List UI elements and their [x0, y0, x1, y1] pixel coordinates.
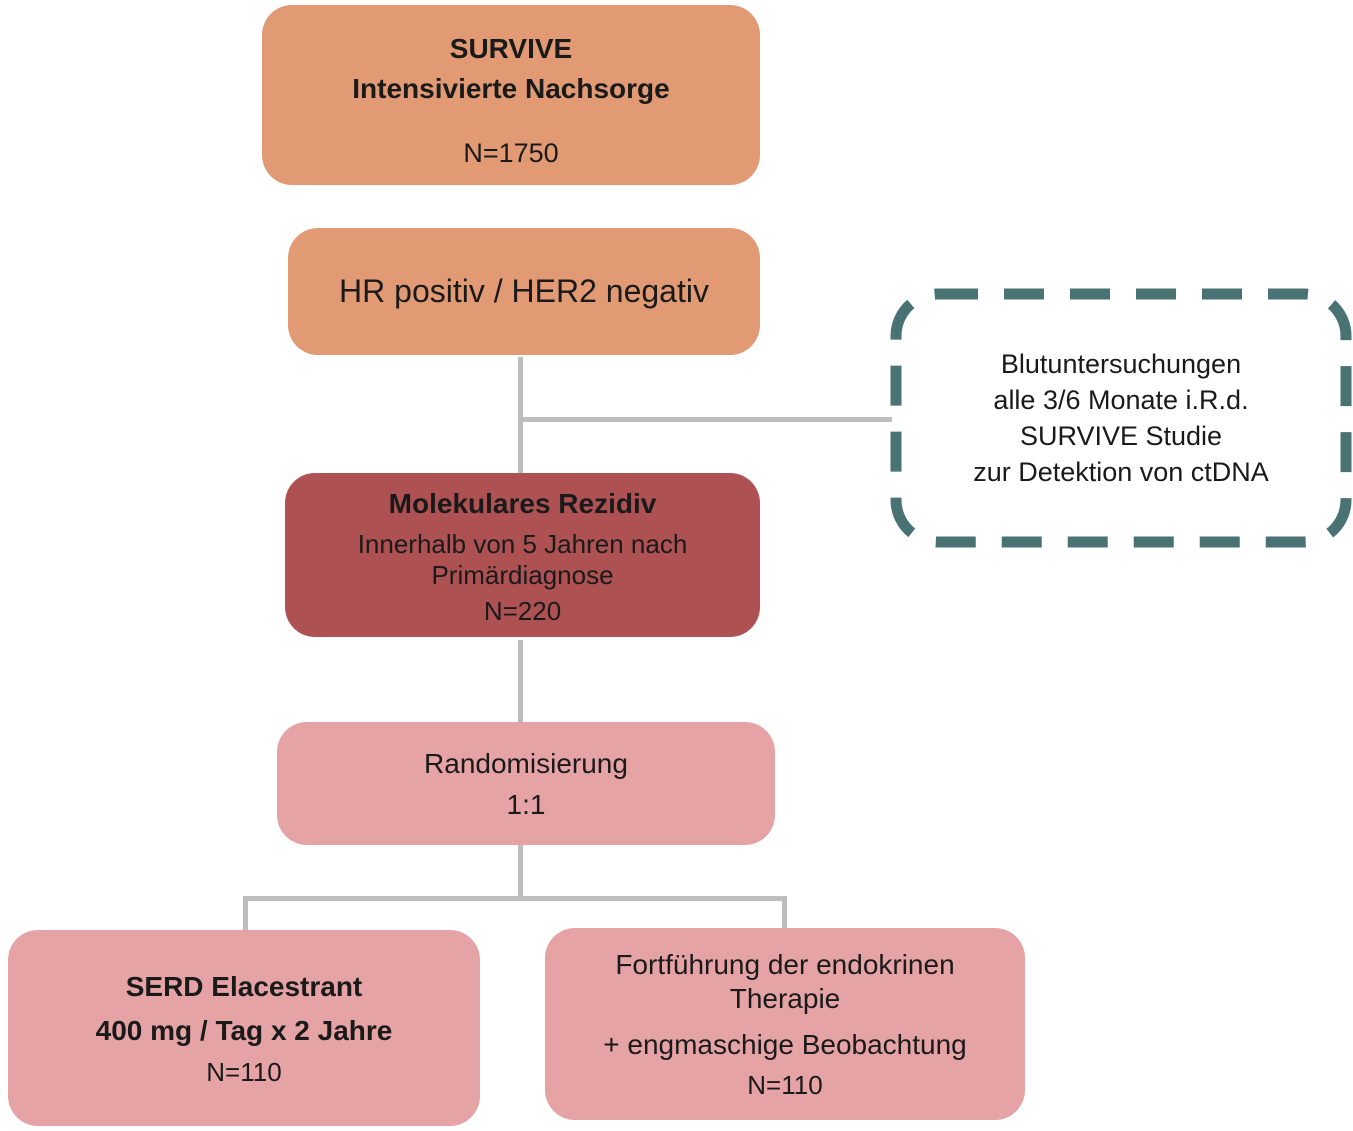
node-hr-her2-status: HR positiv / HER2 negativ — [288, 228, 760, 355]
control-n-count: N=110 — [747, 1069, 823, 1100]
hr-status-label: HR positiv / HER2 negativ — [339, 273, 709, 309]
connector-branch-horizontal — [243, 896, 787, 901]
node-molecular-relapse: Molekulares Rezidiv Innerhalb von 5 Jahr… — [285, 473, 760, 637]
blood-line3: SURVIVE Studie — [1019, 421, 1223, 451]
control-line1: Fortführung der endokrinen Therapie — [615, 948, 955, 1014]
blood-line2: alle 3/6 Monate i.R.d. — [993, 385, 1249, 415]
serd-n-count: N=110 — [206, 1057, 282, 1087]
control-line2: + engmaschige Beobachtung — [603, 1028, 967, 1060]
connector-branch-to-annotation — [521, 417, 892, 422]
blood-annotation-text: Blutuntersuchungen alle 3/6 Monate i.R.d… — [973, 346, 1269, 490]
node-blood-test-annotation: Blutuntersuchungen alle 3/6 Monate i.R.d… — [890, 288, 1352, 548]
connector-rezidiv-to-random — [518, 640, 523, 722]
connector-hr-to-rezidiv — [518, 357, 523, 475]
node-survive-study: SURVIVE Intensivierte Nachsorge N=1750 — [262, 5, 760, 185]
connector-drop-right — [782, 896, 787, 930]
survive-n-count: N=1750 — [463, 138, 559, 168]
rezidiv-subtitle: Innerhalb von 5 Jahren nach Primärdiagno… — [357, 529, 688, 590]
serd-title-line2: 400 mg / Tag x 2 Jahre — [95, 1015, 393, 1046]
blood-line1: Blutuntersuchungen — [1000, 349, 1242, 379]
connector-random-stem — [518, 845, 523, 900]
rezidiv-n-count: N=220 — [483, 596, 562, 626]
randomization-ratio: 1:1 — [506, 788, 546, 820]
node-randomization: Randomisierung 1:1 — [277, 722, 775, 845]
randomization-title: Randomisierung — [424, 747, 628, 779]
serd-title-line1: SERD Elacestrant — [125, 971, 363, 1002]
survive-title-line1: SURVIVE — [449, 33, 573, 64]
blood-line4: zur Detektion von ctDNA — [973, 457, 1269, 487]
rezidiv-title: Molekulares Rezidiv — [388, 488, 657, 519]
node-arm-serd-elacestrant: SERD Elacestrant 400 mg / Tag x 2 Jahre … — [8, 930, 480, 1126]
survive-title-line2: Intensivierte Nachsorge — [352, 73, 670, 104]
node-arm-endocrine-control: Fortführung der endokrinen Therapie + en… — [545, 928, 1025, 1120]
connector-drop-left — [243, 896, 248, 930]
